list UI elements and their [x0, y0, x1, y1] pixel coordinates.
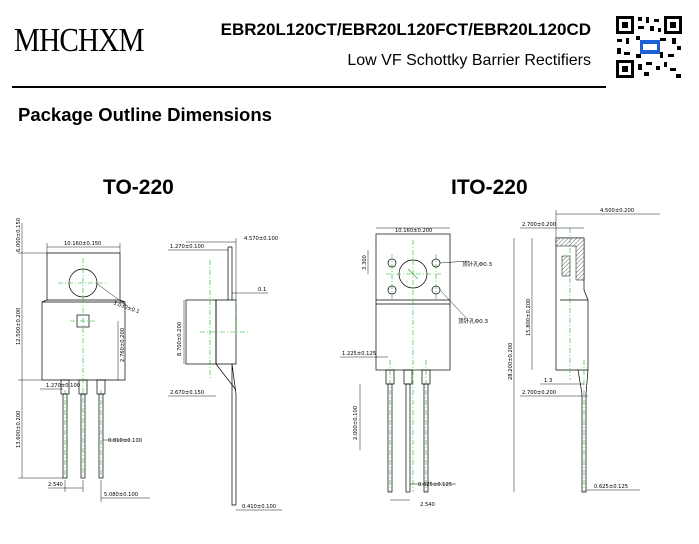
section-title: Package Outline Dimensions — [18, 104, 272, 125]
ito220-note-2: 顶针孔Φ0.3 — [458, 317, 489, 325]
ito220-dim-pitch: 2.540 — [420, 502, 435, 508]
to220-title: TO-220 — [103, 176, 174, 199]
ito220-dim-side-top: 2.700±0.200 — [522, 222, 556, 228]
ito220-title: ITO-220 — [451, 176, 528, 199]
to220-front-view: 10.160±0.150 6.000±0.150 12.500±0.200 3.… — [16, 218, 150, 502]
to220-dim-pitch: 2.540 — [48, 482, 63, 488]
to220-dim-hole: 3.030±0.1 — [112, 300, 140, 315]
ito220-dim-lead-thickness: 0.625±0.125 — [418, 482, 452, 488]
to220-dim-lead-length: 13.600±0.200 — [16, 411, 22, 448]
ito220-dim-lead-shoulder: 1.225±0.125 — [342, 351, 376, 357]
to220-dim-side-thickness: 4.570±0.100 — [244, 236, 278, 242]
document-subtitle: Low VF Schottky Barrier Rectifiers — [347, 52, 591, 69]
to220-dim-body: 12.500±0.200 — [16, 308, 22, 345]
to220-dim-hole-offset: 2.760±0.200 — [120, 328, 126, 362]
to220-side-view: 1.270±0.100 4.570±0.100 0.1 8.700±0.200 … — [168, 236, 282, 511]
ito220-dim-hole-offset: 3.300 — [362, 255, 368, 270]
to220-dim-side-lead: 0.410±0.100 — [242, 504, 276, 510]
ito220-side-view: 2.700±0.200 4.500±0.200 15.800±0.200 28.… — [508, 208, 660, 493]
ito220-dim-width: 10.160±0.200 — [395, 228, 432, 234]
part-numbers: EBR20L120CT/EBR20L120FCT/EBR20L120CD — [220, 20, 591, 39]
to220-dim-side-tab: 1.270±0.100 — [170, 244, 204, 250]
to220-dim-flatness: 0.1 — [258, 287, 266, 293]
ito220-dim-side-base: 2.700±0.200 — [522, 390, 556, 396]
to220-dim-width: 10.160±0.150 — [64, 241, 101, 247]
company-logo: MHCHXM — [14, 22, 145, 59]
to220-dim-span: 5.080±0.100 — [104, 492, 138, 498]
to220-dim-lead-width: 1.270±0.100 — [46, 383, 80, 389]
ito220-front-view: 10.160±0.200 3.300 顶针孔Φ0.3 顶针孔Φ0.3 1.225… — [340, 227, 493, 508]
ito220-dim-side-thickness: 4.500±0.200 — [600, 208, 634, 214]
to220-dim-side-body: 8.700±0.200 — [177, 322, 183, 356]
to220-dim-tab: 6.000±0.150 — [16, 218, 22, 252]
to220-dim-side-base: 2.670±0.150 — [170, 390, 204, 396]
ito220-dim-side-total: 28.200±0.200 — [508, 343, 514, 380]
header-divider — [12, 86, 606, 88]
to220-dim-lead-thickness: 0.810±0.100 — [108, 438, 142, 444]
ito220-dim-side-step: 1.3 — [544, 378, 552, 384]
ito220-dim-side-body: 15.800±0.200 — [526, 299, 532, 336]
ito220-note-1: 顶针孔Φ0.3 — [462, 260, 493, 268]
qr-code-icon — [614, 14, 684, 80]
ito220-dim-side-lead: 0.625±0.125 — [594, 484, 628, 490]
ito220-dim-lead-length: 2.000±0.100 — [353, 406, 359, 440]
